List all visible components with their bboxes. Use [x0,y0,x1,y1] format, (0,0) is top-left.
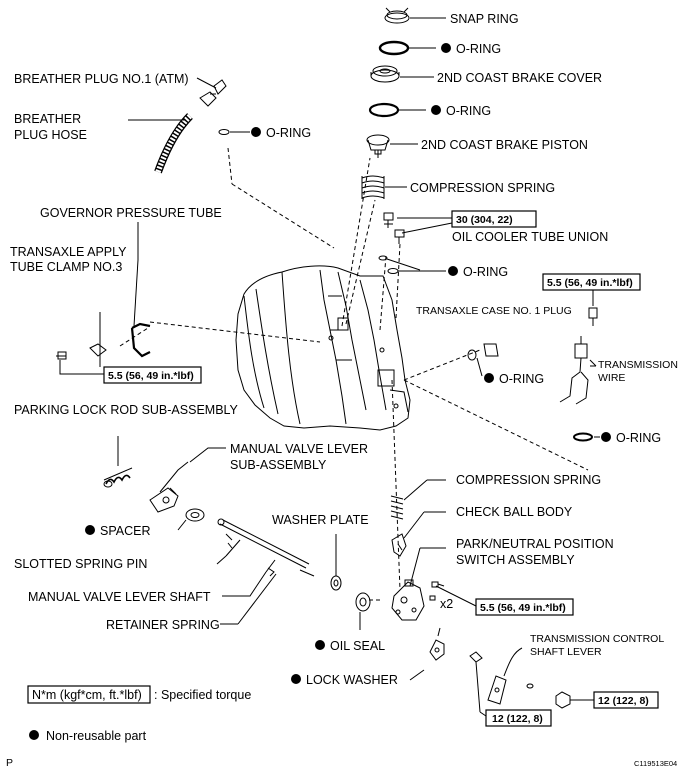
nonreusable-bullet [601,432,611,442]
lock-washer-part [429,627,445,661]
nonreusable-bullet [29,730,39,740]
label-apply-clamp-2: TUBE CLAMP NO.3 [10,260,122,274]
label-o-ring-cooler: O-RING [463,265,508,279]
label-compression-spring-lower: COMPRESSION SPRING [456,473,601,487]
o-ring-part-2 [368,102,400,118]
label-control-lever-1: TRANSMISSION CONTROL [530,633,664,645]
label-o-ring-breather: O-RING [266,126,311,140]
footer-left: P [6,757,13,769]
label-lock-washer: LOCK WASHER [306,673,398,687]
label-washer-plate: WASHER PLATE [272,513,369,527]
label-multiplier: x2 [440,597,453,611]
torque-nut: 12 (122, 8) [598,695,649,707]
legend-torque-desc: : Specified torque [154,688,251,702]
spacer-part [185,508,205,522]
label-trans-wire-1: TRANSMISSION [598,359,678,371]
nonreusable-bullet [484,373,494,383]
o-ring-part-1 [378,40,410,56]
legend-torque-box [27,685,151,704]
label-compression-spring-upper: COMPRESSION SPRING [410,181,555,195]
torque-clamp: 5.5 (56, 49 in.*lbf) [108,370,194,382]
label-apply-clamp-1: TRANSAXLE APPLY [10,245,127,259]
label-oil-cooler-tube-union: OIL COOLER TUBE UNION [452,230,608,244]
retainer-spring-part [267,567,275,577]
check-ball-body-part [391,533,407,557]
label-parking-lock-rod: PARKING LOCK ROD SUB-ASSEMBLY [14,403,239,417]
label-o-ring-1: O-RING [456,42,501,56]
label-case-plug: TRANSAXLE CASE NO. 1 PLUG [416,305,572,317]
label-breather-hose-1: BREATHER [14,112,81,126]
breather-hose-part [154,113,193,174]
torque-switch: 5.5 (56, 49 in.*lbf) [480,602,566,614]
nonreusable-bullet [448,266,458,276]
label-coast-brake-cover: 2ND COAST BRAKE COVER [437,71,602,85]
label-park-neutral-1: PARK/NEUTRAL POSITION [456,537,614,551]
washer-plate-part [330,575,342,591]
lock-nut-part [555,691,571,709]
o-ring-part-wire [573,432,593,442]
torque-oil-cooler: 30 (304, 22) [456,214,513,226]
label-coast-brake-piston: 2ND COAST BRAKE PISTON [421,138,588,152]
label-manual-valve-lever-1: MANUAL VALVE LEVER [230,442,368,456]
label-o-ring-wire: O-RING [616,431,661,445]
o-ring-part-breather [218,129,230,135]
nonreusable-bullet [315,640,325,650]
label-o-ring-2: O-RING [446,104,491,118]
legend-nonreusable: Non-reusable part [46,729,147,743]
torque-box-oil-cooler [451,210,537,228]
torque-box-case-plug [542,273,641,291]
nonreusable-bullet [431,105,441,115]
manual-valve-lever-part [149,461,189,513]
park-neutral-switch-part [391,579,425,621]
nonreusable-bullet [251,127,261,137]
torque-lever: 12 (122, 8) [492,713,543,725]
switch-bolts-part [429,581,445,601]
label-trans-wire-2: WIRE [598,372,625,384]
parking-lock-rod-part [103,467,133,488]
label-manual-valve-lever-2: SUB-ASSEMBLY [230,458,327,472]
oil-seal-part [355,592,371,612]
coast-brake-piston-part [366,134,390,158]
footer-right: C119513E04 [634,759,677,768]
governor-pressure-tube-part [130,322,151,358]
legend-torque-unit: N*m (kgf*cm, ft.*lbf) [32,688,142,702]
label-park-neutral-2: SWITCH ASSEMBLY [456,553,575,567]
apply-tube-clamp-part [56,312,107,360]
label-breather-hose-2: PLUG HOSE [14,128,87,142]
manual-valve-lever-shaft-part [217,518,315,577]
transaxle-case-part [235,265,411,431]
label-retainer-spring: RETAINER SPRING [106,618,220,632]
o-ring-part-plug [467,343,499,361]
label-governor-tube: GOVERNOR PRESSURE TUBE [40,206,222,220]
nonreusable-bullet [85,525,95,535]
compression-spring-upper-part [361,175,385,199]
label-oil-seal: OIL SEAL [330,639,385,653]
torque-box-nut [593,691,659,709]
compression-spring-lower-part [390,495,404,520]
breather-plug-part [199,79,227,107]
label-o-ring-plug: O-RING [499,372,544,386]
torque-case-plug: 5.5 (56, 49 in.*lbf) [547,277,633,289]
coast-brake-cover-part [370,65,400,83]
nonreusable-bullet [291,674,301,684]
snap-ring-part [384,7,410,24]
label-slotted-pin: SLOTTED SPRING PIN [14,557,147,571]
case-plug-part [588,307,598,326]
label-control-lever-2: SHAFT LEVER [530,646,602,658]
control-shaft-lever-part [469,651,534,705]
torque-box-lever [485,709,552,727]
label-spacer: SPACER [100,524,150,538]
label-breather-plug: BREATHER PLUG NO.1 (ATM) [14,72,189,86]
label-manual-valve-shaft: MANUAL VALVE LEVER SHAFT [28,590,211,604]
transmission-wire-part [559,336,597,405]
label-snap-ring: SNAP RING [450,12,519,26]
o-ring-part-cooler [378,255,399,274]
oil-cooler-tube-union-part [383,212,405,244]
nonreusable-bullet [441,43,451,53]
torque-box-switch [475,598,574,616]
label-check-ball-body: CHECK BALL BODY [456,505,573,519]
torque-box-clamp [103,366,202,384]
